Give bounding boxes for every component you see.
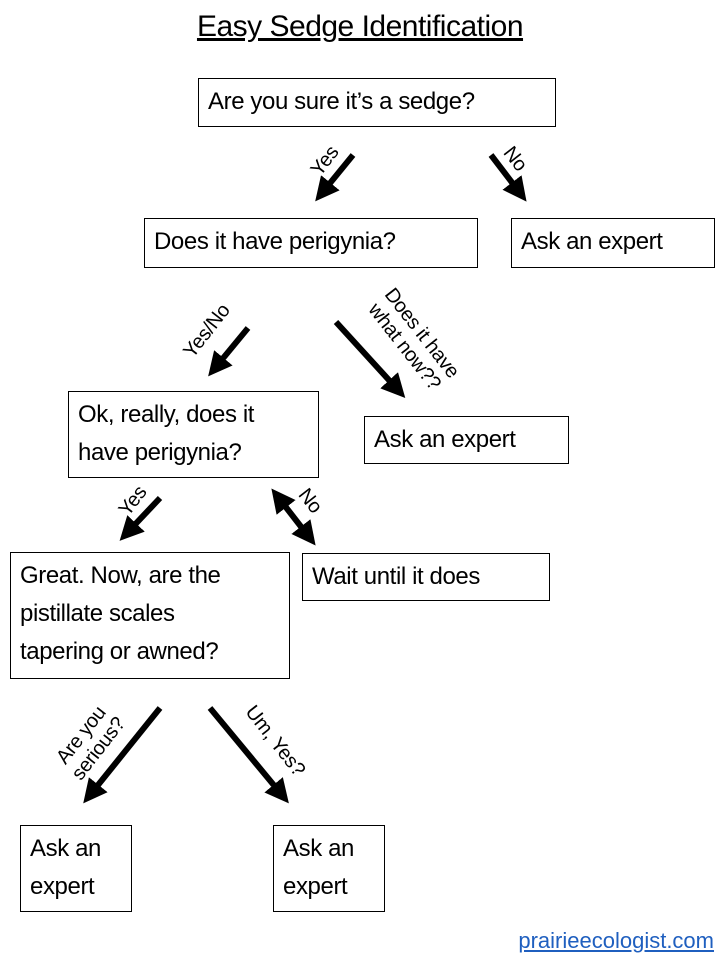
- node-q3-line: have perigynia?: [78, 439, 242, 466]
- arrow-q4-umyes: [207, 706, 289, 804]
- arrow-q4-serious: [83, 706, 163, 804]
- node-expert-3: Ask an expert: [20, 825, 132, 912]
- arrow-q1-yes: [315, 153, 356, 202]
- arrow-q1-no: [488, 153, 527, 202]
- arrow-q2-what: [333, 319, 406, 398]
- node-expert-3-line: expert: [30, 873, 95, 900]
- node-q2: Does it have perigynia?: [144, 218, 478, 268]
- arrow-q3-yes: [119, 495, 163, 541]
- node-wait: Wait until it does: [302, 553, 550, 601]
- node-q4: Great. Now, are the pistillate scales ta…: [10, 552, 290, 679]
- node-expert-2: Ask an expert: [364, 416, 569, 464]
- arrow-q2-yesno: [208, 326, 251, 377]
- arrow-q3-no: [271, 488, 316, 546]
- diagram-title: Easy Sedge Identification: [196, 10, 524, 43]
- node-expert-4-line: expert: [283, 873, 348, 900]
- source-link[interactable]: prairieecologist.com: [518, 928, 714, 953]
- node-q4-line: pistillate scales: [20, 600, 175, 627]
- node-q1: Are you sure it’s a sedge?: [198, 78, 556, 127]
- node-expert-3-line: Ask an: [30, 835, 101, 862]
- node-q4-line: tapering or awned?: [20, 638, 219, 665]
- node-q4-line: Great. Now, are the: [20, 562, 221, 589]
- node-expert-4: Ask an expert: [273, 825, 385, 912]
- node-q3-line: Ok, really, does it: [78, 401, 255, 428]
- node-expert-1: Ask an expert: [511, 218, 715, 268]
- node-expert-4-line: Ask an: [283, 835, 354, 862]
- node-q3: Ok, really, does it have perigynia?: [68, 391, 319, 478]
